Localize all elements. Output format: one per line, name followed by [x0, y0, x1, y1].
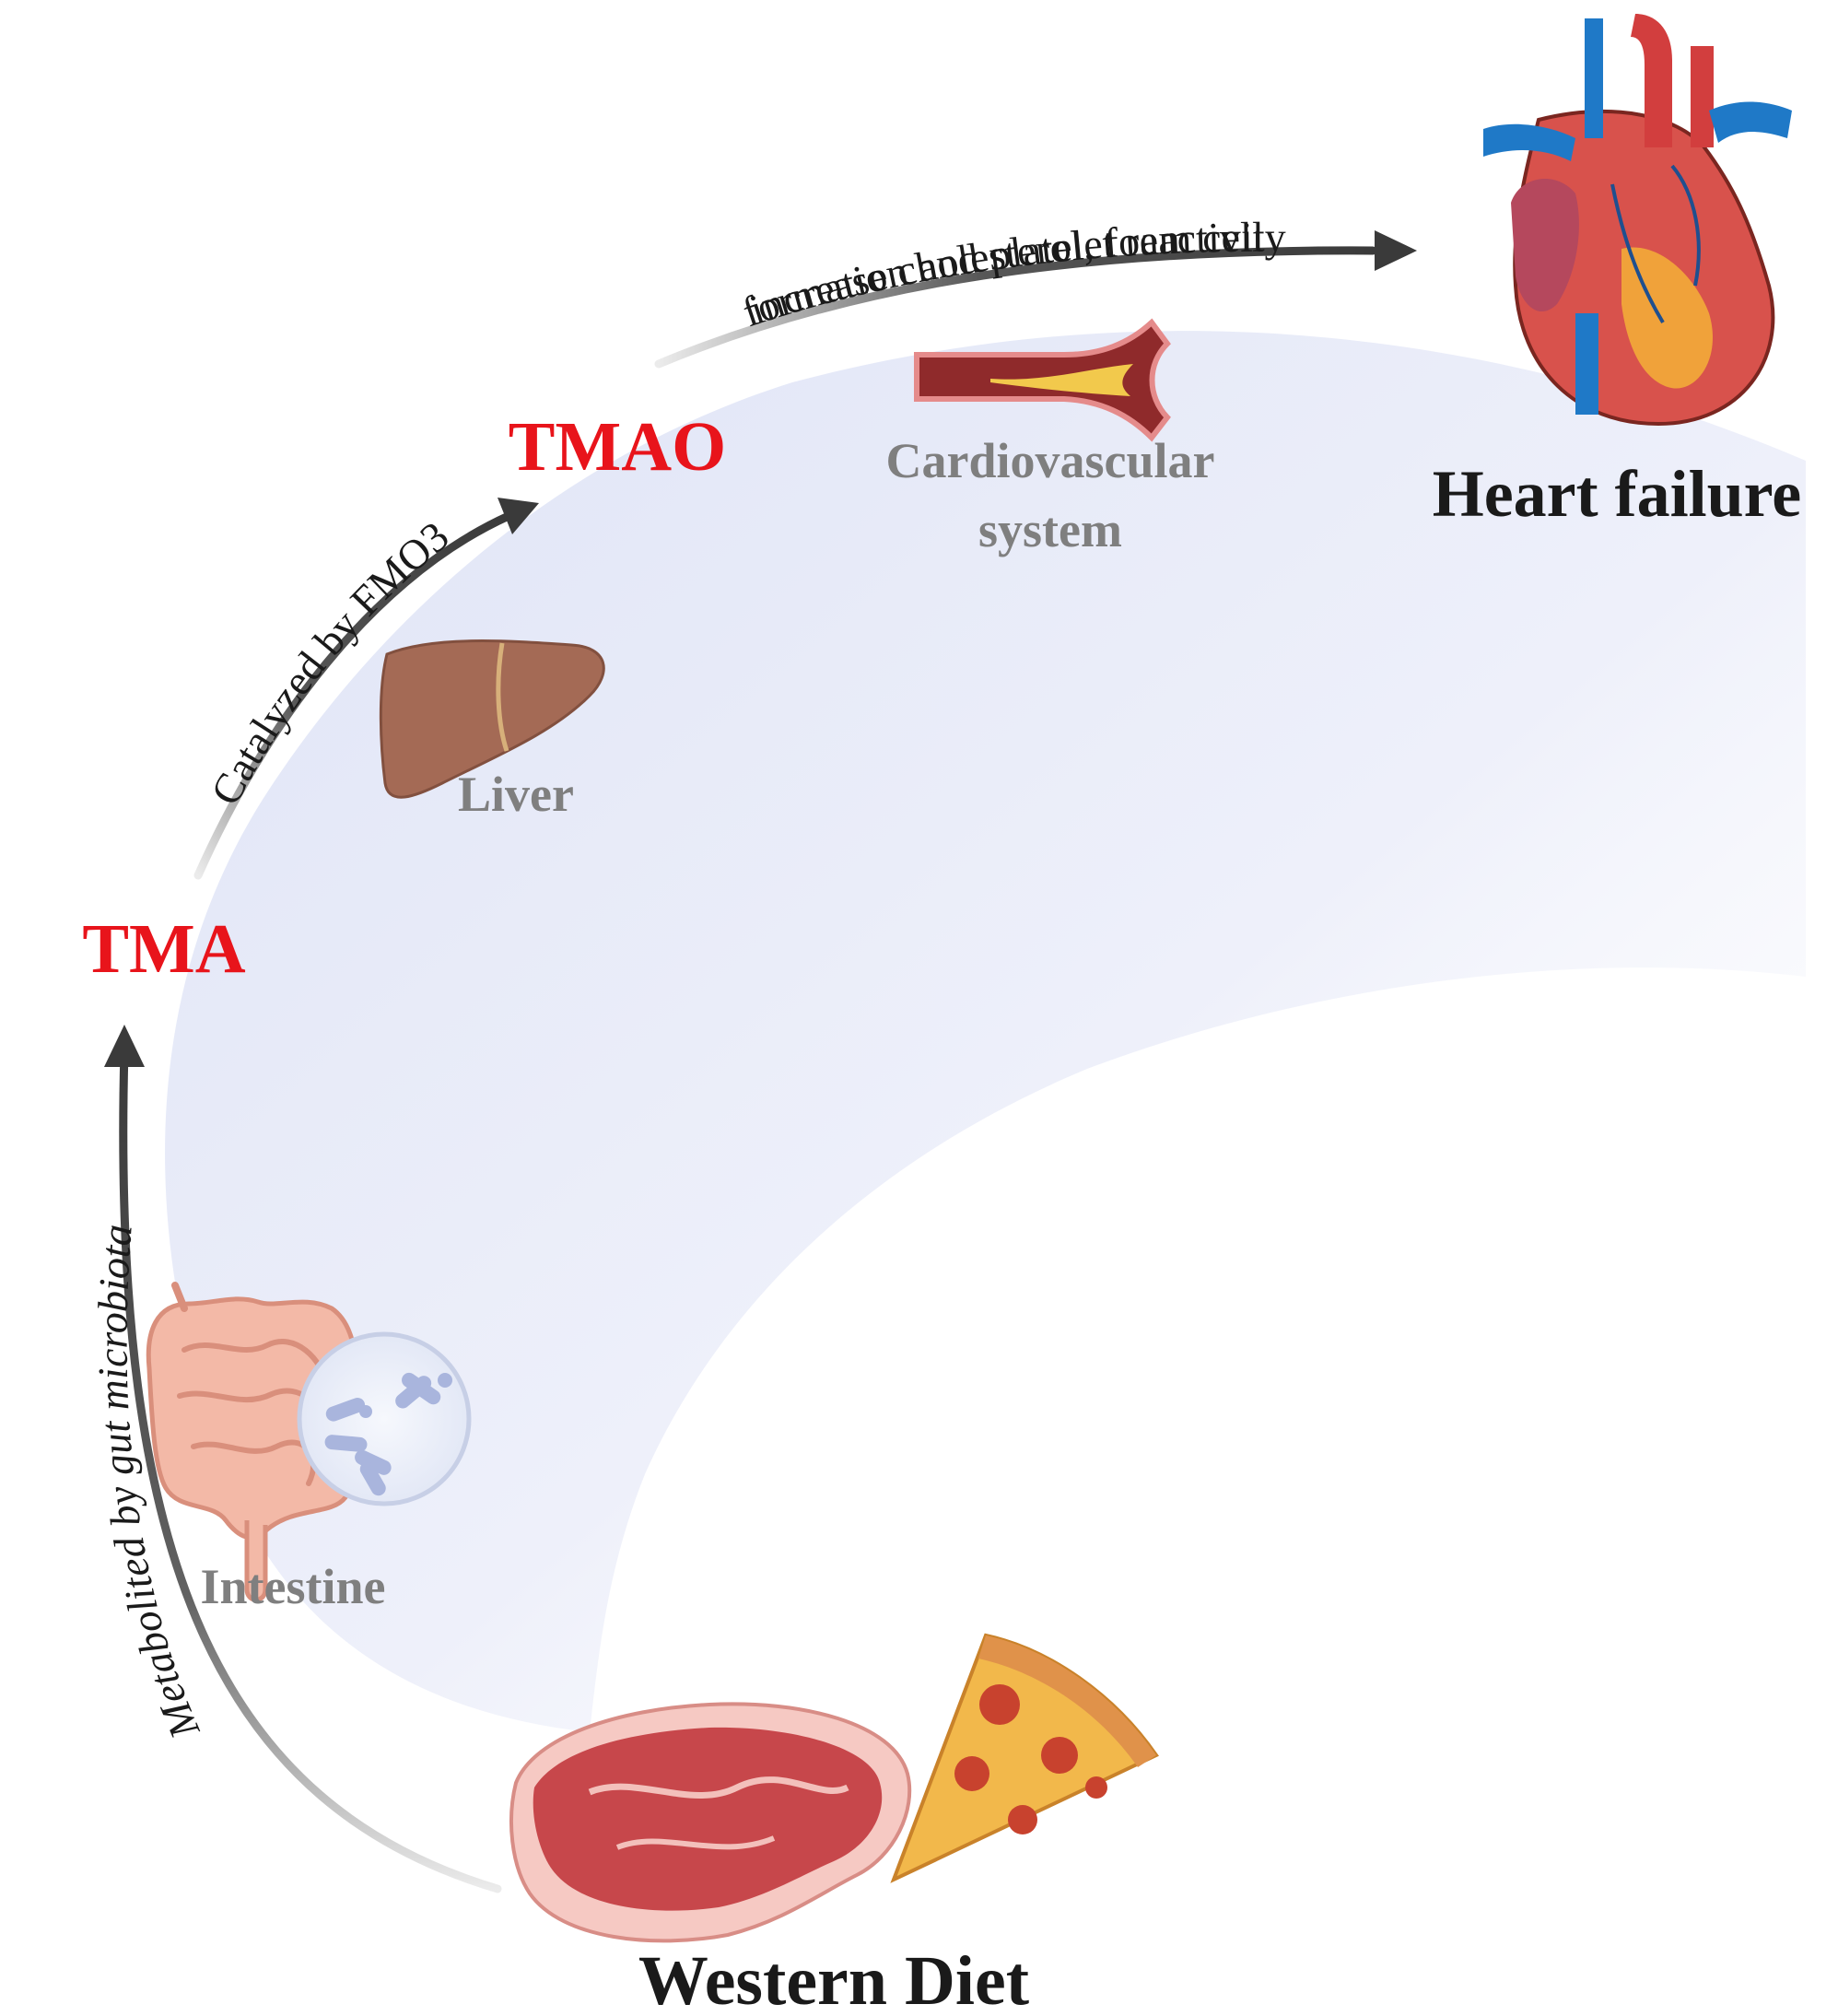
- arrow-tma-to-tmao: [193, 498, 539, 880]
- node-tma: TMA: [82, 910, 245, 988]
- node-intestine: Intestine: [201, 1559, 386, 1614]
- arrow-diet-to-tma: [104, 1025, 502, 1893]
- artery-icon: [914, 318, 1171, 442]
- heart-icon: [1483, 14, 1792, 427]
- edge-label-tmao-to-hf-line2: formation and platelet reactivity: [737, 214, 1286, 336]
- node-liver: Liver: [458, 767, 574, 822]
- pizza-icon: [890, 1633, 1159, 1883]
- node-western-diet: Western Diet: [638, 1942, 1029, 2016]
- node-heart-failure: Heart failure: [1433, 457, 1802, 531]
- node-cardiovascular-line1: Cardiovascular: [886, 433, 1215, 488]
- bacteria-icon: [297, 1331, 472, 1506]
- meat-icon: [509, 1702, 912, 1943]
- liver-icon: [379, 639, 605, 799]
- node-tmao: TMAO: [509, 408, 726, 486]
- arrow-tmao-to-heart-failure: [654, 230, 1417, 369]
- node-cardiovascular-line2: system: [978, 502, 1122, 557]
